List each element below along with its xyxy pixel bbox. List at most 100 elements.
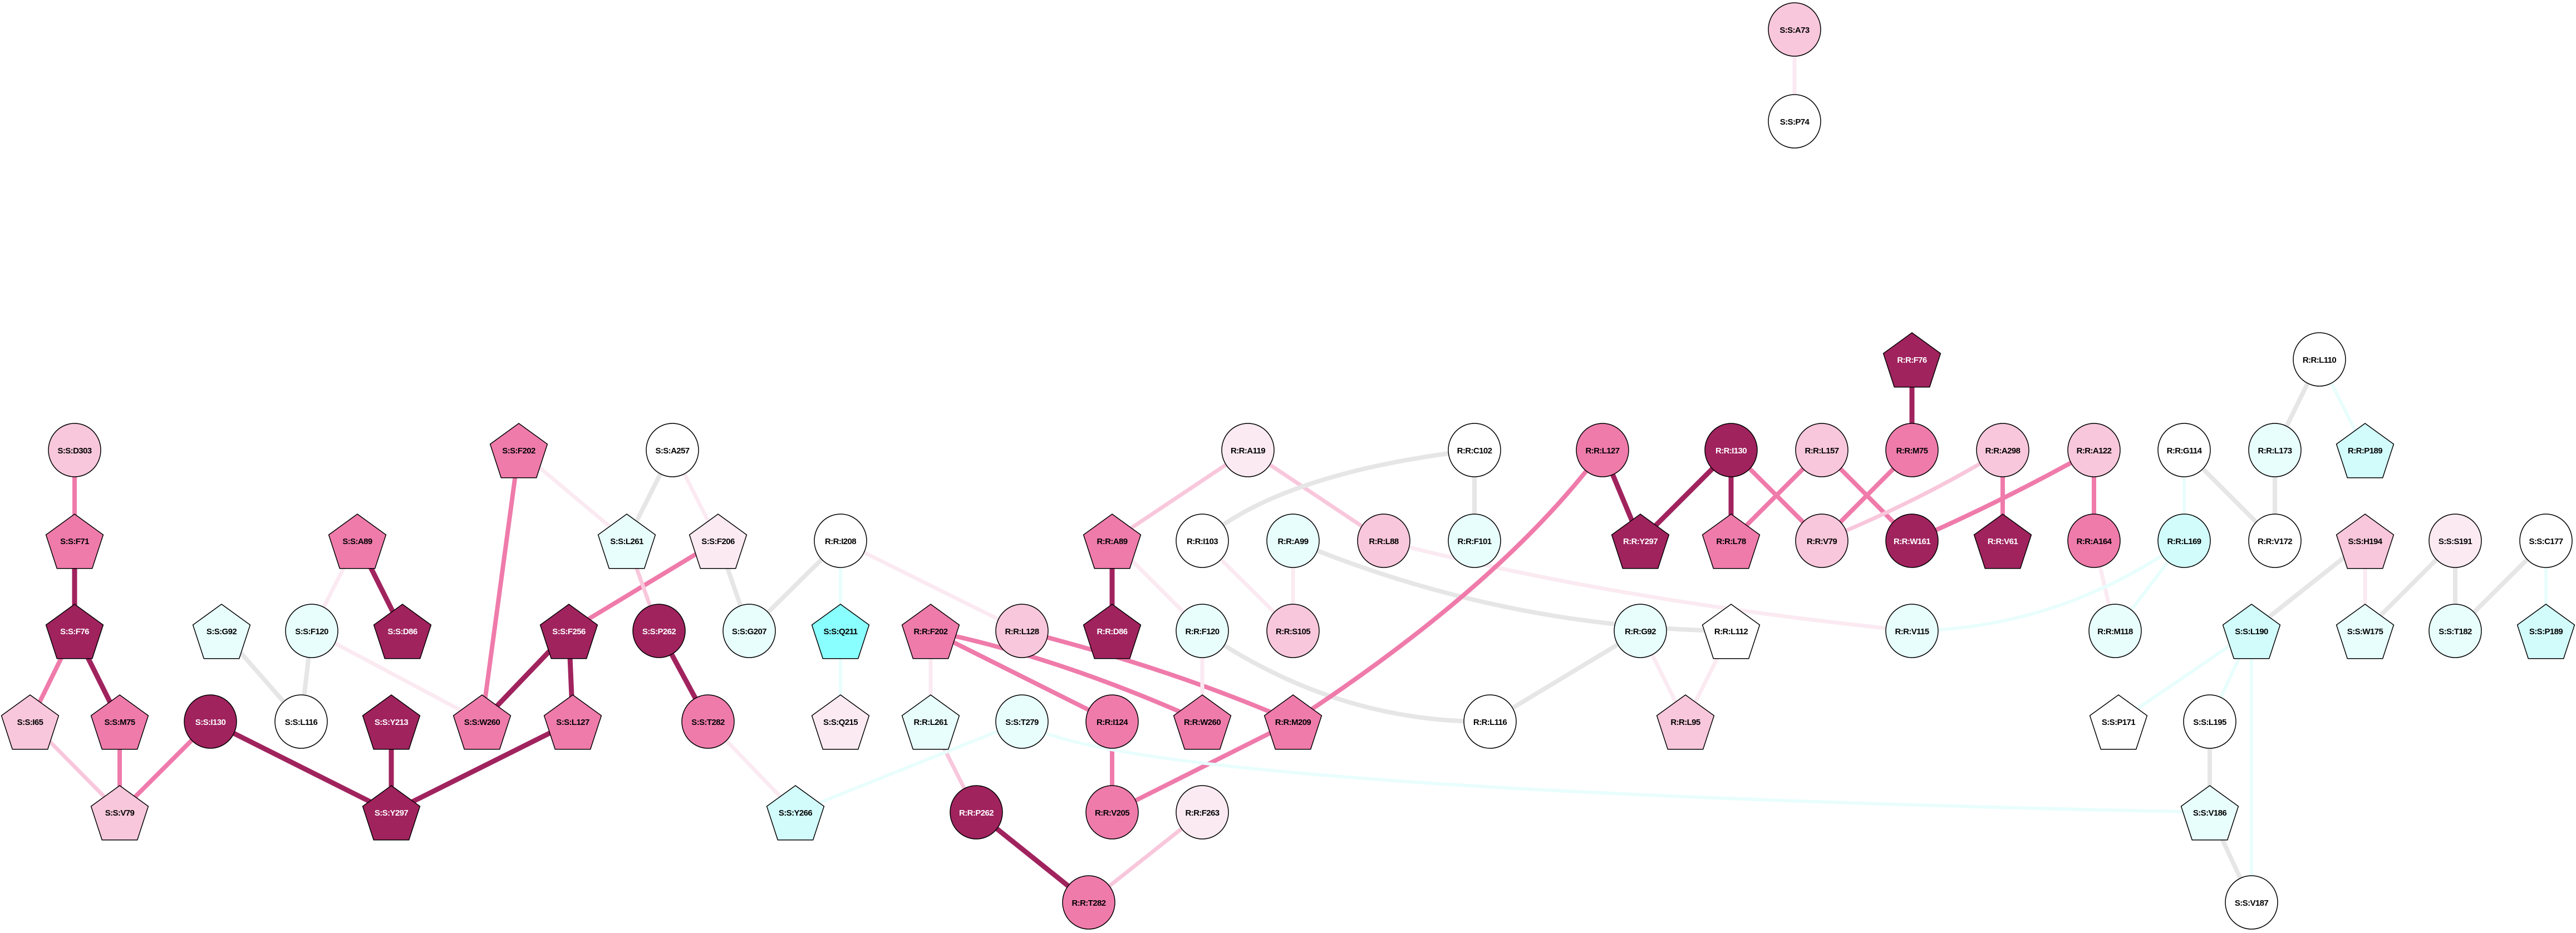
node-s-s-l195[interactable]: S:S:L195 — [2183, 694, 2236, 749]
node-s-s-d303[interactable]: S:S:D303 — [48, 423, 101, 477]
node-r-r-i103[interactable]: R:R:I103 — [1176, 514, 1229, 568]
node-s-s-t282[interactable]: S:S:T282 — [681, 694, 735, 749]
node-s-s-h194[interactable]: S:S:H194 — [2336, 514, 2395, 569]
node-s-s-p262[interactable]: S:S:P262 — [632, 604, 686, 658]
pentagon-node-shape — [90, 694, 149, 750]
node-label: S:S:P171 — [2102, 718, 2135, 727]
node-r-r-i208[interactable]: R:R:I208 — [814, 514, 867, 568]
node-r-r-f263[interactable]: R:R:F263 — [1176, 785, 1229, 840]
node-r-r-s105[interactable]: R:R:S105 — [1266, 604, 1320, 658]
node-r-r-f76[interactable]: R:R:F76 — [1882, 332, 1941, 388]
node-r-r-p262[interactable]: R:R:P262 — [950, 785, 1003, 840]
node-r-r-g92[interactable]: R:R:G92 — [1614, 604, 1667, 658]
node-r-r-t282[interactable]: R:R:T282 — [1062, 875, 1115, 930]
node-r-r-v205[interactable]: R:R:V205 — [1085, 785, 1139, 840]
node-r-r-w260[interactable]: R:R:W260 — [1173, 694, 1232, 750]
pentagon-node-shape — [2336, 604, 2395, 659]
node-r-r-a122[interactable]: R:R:A122 — [2067, 423, 2121, 477]
node-s-s-p171[interactable]: S:S:P171 — [2089, 694, 2148, 750]
node-r-r-v79[interactable]: R:R:V79 — [1795, 514, 1849, 568]
node-s-s-y213[interactable]: S:S:Y213 — [362, 694, 421, 750]
node-s-s-g207[interactable]: S:S:G207 — [722, 604, 776, 658]
node-r-r-a89[interactable]: R:R:A89 — [1083, 514, 1142, 569]
node-r-r-a119[interactable]: R:R:A119 — [1221, 423, 1275, 477]
node-r-r-i124[interactable]: R:R:I124 — [1085, 694, 1139, 749]
node-r-r-m118[interactable]: R:R:M118 — [2088, 604, 2142, 658]
circle-node-shape — [1614, 604, 1667, 658]
node-r-r-l95[interactable]: R:R:L95 — [1656, 694, 1715, 750]
circle-node-shape — [1885, 604, 1939, 658]
node-s-s-l261[interactable]: S:S:L261 — [597, 514, 656, 569]
node-r-r-a298[interactable]: R:R:A298 — [1976, 423, 2029, 477]
node-r-r-l78[interactable]: R:R:L78 — [1702, 514, 1761, 569]
node-r-r-l128[interactable]: R:R:L128 — [995, 604, 1049, 658]
node-s-s-s191[interactable]: S:S:S191 — [2428, 514, 2482, 568]
node-s-s-f206[interactable]: S:S:F206 — [689, 514, 748, 569]
node-label: R:R:L116 — [1473, 718, 1507, 727]
node-r-r-m209[interactable]: R:R:M209 — [1264, 694, 1323, 750]
node-s-s-p189[interactable]: S:S:P189 — [2516, 604, 2575, 659]
node-s-s-y297[interactable]: S:S:Y297 — [362, 785, 421, 841]
node-s-s-f120[interactable]: S:S:F120 — [285, 604, 338, 658]
node-s-s-t279[interactable]: S:S:T279 — [995, 694, 1049, 749]
node-s-s-i130[interactable]: S:S:I130 — [184, 694, 237, 749]
node-s-s-c177[interactable]: S:S:C177 — [2519, 514, 2573, 568]
node-label: S:S:V79 — [105, 808, 135, 818]
node-label: S:S:D303 — [57, 446, 91, 456]
node-r-r-v115[interactable]: R:R:V115 — [1885, 604, 1939, 658]
node-r-r-v61[interactable]: R:R:V61 — [1973, 514, 2032, 569]
node-r-r-a99[interactable]: R:R:A99 — [1266, 514, 1320, 568]
node-r-r-l261[interactable]: R:R:L261 — [901, 694, 960, 750]
node-s-s-f76[interactable]: S:S:F76 — [45, 604, 104, 659]
node-r-r-l112[interactable]: R:R:L112 — [1702, 604, 1761, 659]
node-r-r-c102[interactable]: R:R:C102 — [1448, 423, 1501, 477]
node-r-r-i130[interactable]: R:R:I130 — [1704, 423, 1758, 477]
node-s-s-f71[interactable]: S:S:F71 — [45, 514, 104, 569]
node-label: R:R:P262 — [959, 808, 994, 818]
node-s-s-q215[interactable]: S:S:Q215 — [811, 694, 870, 750]
node-s-s-y266[interactable]: S:S:Y266 — [766, 785, 825, 841]
circle-node-shape — [646, 423, 699, 477]
node-s-s-q211[interactable]: S:S:Q211 — [811, 604, 870, 659]
node-r-r-l116[interactable]: R:R:L116 — [1463, 694, 1517, 749]
node-r-r-g114[interactable]: R:R:G114 — [2157, 423, 2211, 477]
node-r-r-w161[interactable]: R:R:W161 — [1885, 514, 1939, 568]
node-r-r-d86[interactable]: R:R:D86 — [1083, 604, 1142, 659]
node-label: S:S:L261 — [610, 537, 643, 546]
node-s-s-v187[interactable]: S:S:V187 — [2225, 875, 2278, 930]
node-r-r-l173[interactable]: R:R:L173 — [2248, 423, 2302, 477]
node-r-r-f202[interactable]: R:R:F202 — [901, 604, 960, 659]
pentagon-node-shape — [597, 514, 656, 569]
node-s-s-v79[interactable]: S:S:V79 — [90, 785, 149, 841]
node-r-r-y297[interactable]: R:R:Y297 — [1611, 514, 1670, 569]
node-s-s-w260[interactable]: S:S:W260 — [453, 694, 512, 750]
node-r-r-l110[interactable]: R:R:L110 — [2293, 332, 2346, 387]
node-s-s-f202[interactable]: S:S:F202 — [489, 423, 548, 478]
node-r-r-f120[interactable]: R:R:F120 — [1176, 604, 1229, 658]
node-s-s-f256[interactable]: S:S:F256 — [539, 604, 598, 659]
node-s-s-p74[interactable]: S:S:P74 — [1768, 94, 1821, 149]
node-s-s-w175[interactable]: S:S:W175 — [2336, 604, 2395, 659]
node-s-s-g92[interactable]: S:S:G92 — [192, 604, 251, 659]
node-r-r-p189[interactable]: R:R:P189 — [2336, 423, 2395, 478]
node-r-r-l88[interactable]: R:R:L88 — [1357, 514, 1410, 568]
node-r-r-v172[interactable]: R:R:V172 — [2248, 514, 2302, 568]
node-s-s-v186[interactable]: S:S:V186 — [2180, 785, 2239, 841]
node-r-r-l169[interactable]: R:R:L169 — [2157, 514, 2211, 568]
node-s-s-l190[interactable]: S:S:L190 — [2222, 604, 2281, 659]
node-s-s-l116[interactable]: S:S:L116 — [274, 694, 328, 749]
pentagon-node-shape — [901, 604, 960, 659]
node-s-s-l127[interactable]: S:S:L127 — [543, 694, 602, 750]
node-s-s-a73[interactable]: S:S:A73 — [1768, 2, 1821, 57]
node-s-s-a257[interactable]: S:S:A257 — [646, 423, 699, 477]
node-s-s-t182[interactable]: S:S:T182 — [2428, 604, 2482, 658]
node-s-s-d86[interactable]: S:S:D86 — [373, 604, 432, 659]
node-r-r-l127[interactable]: R:R:L127 — [1576, 423, 1629, 477]
node-s-s-i65[interactable]: S:S:I65 — [1, 694, 60, 750]
node-s-s-m75[interactable]: S:S:M75 — [90, 694, 149, 750]
node-r-r-a164[interactable]: R:R:A164 — [2067, 514, 2121, 568]
node-s-s-a89[interactable]: S:S:A89 — [328, 514, 387, 569]
node-r-r-l157[interactable]: R:R:L157 — [1795, 423, 1849, 477]
node-r-r-f101[interactable]: R:R:F101 — [1448, 514, 1501, 568]
node-r-r-m75[interactable]: R:R:M75 — [1885, 423, 1939, 477]
